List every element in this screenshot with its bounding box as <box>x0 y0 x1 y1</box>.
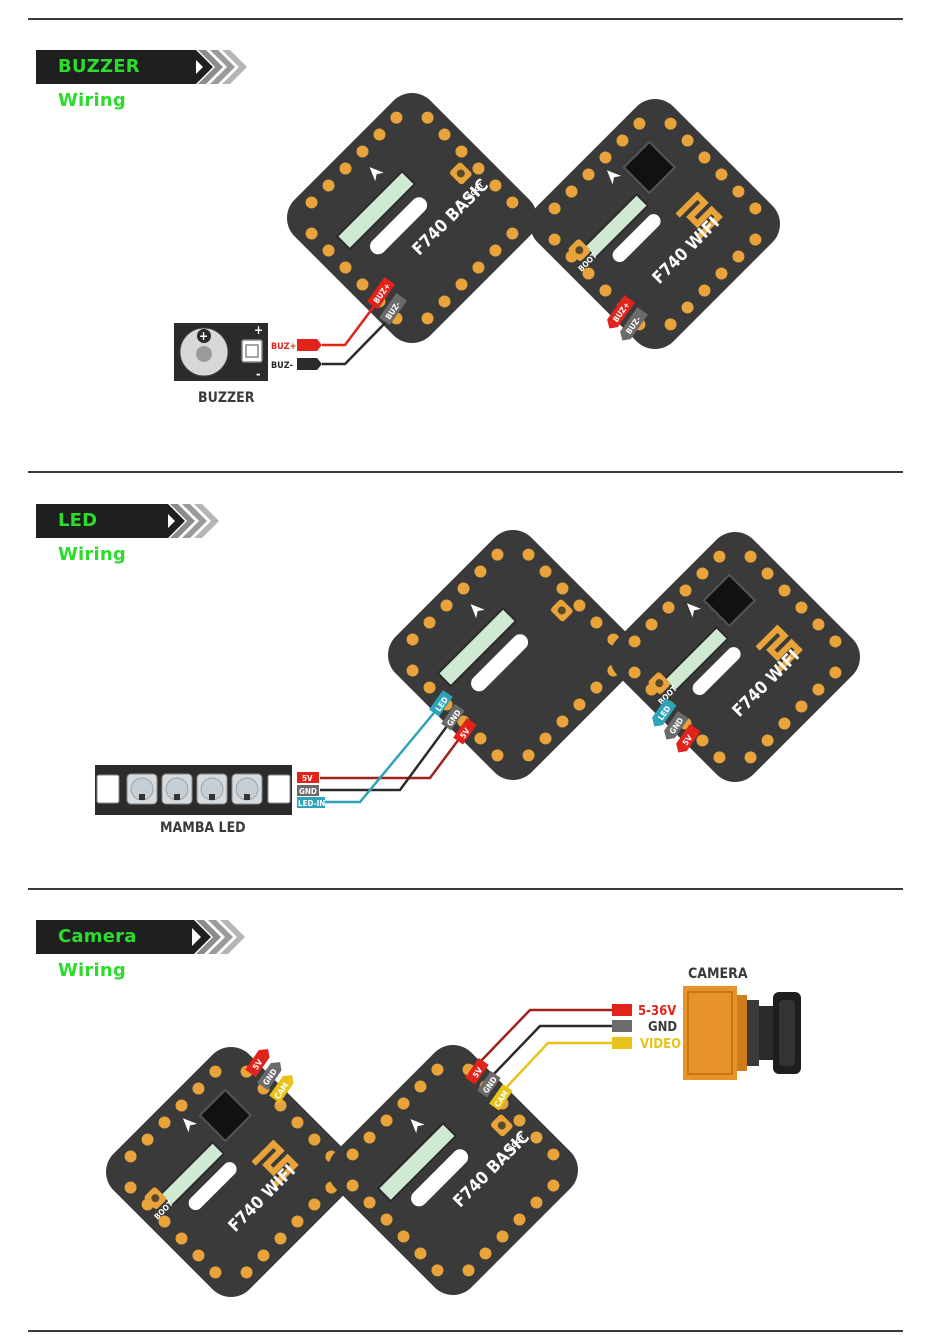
cam-power-plug <box>612 1004 632 1016</box>
wifi-pad-5v-tag: 5V <box>676 723 701 753</box>
cam-power-wire <box>479 1008 612 1063</box>
cam-video-plug <box>612 1037 632 1049</box>
buz-minus-plug <box>297 358 317 370</box>
camera-device <box>683 986 801 1080</box>
buz-plus-wire <box>322 304 376 347</box>
led-section-rule <box>28 471 903 473</box>
buzzer-plus-symbol: + <box>254 323 263 337</box>
buzzer-section-title: BUZZER Wiring <box>36 50 196 111</box>
led-5v-label: 5V <box>302 774 313 783</box>
buzzer-label: BUZZER <box>198 390 255 406</box>
buzzer-device: + + - <box>174 323 268 381</box>
led-gnd-label: GND <box>299 787 317 796</box>
top-rule <box>28 18 903 20</box>
plus-icon: + <box>199 329 208 343</box>
led-section-title: LED Wiring <box>36 504 168 565</box>
buzzer-section-header: BUZZER Wiring <box>36 50 256 111</box>
led-in-wire <box>325 707 439 804</box>
camera-section-title: Camera Wiring <box>36 920 192 981</box>
f740-wifi-board: F740 WIFI BOOT <box>95 1036 367 1308</box>
led-section-header: LED Wiring <box>36 504 236 565</box>
cam-power-label: 5-36V <box>638 1004 676 1019</box>
f740-wifi-board: F740 WIFI BOOT <box>599 521 871 793</box>
buzzer-minus-symbol: - <box>256 367 260 381</box>
camera-section-rule <box>28 888 903 890</box>
buz-plus-label: BUZ+ <box>271 342 296 352</box>
f740-basic-board <box>377 519 649 791</box>
cam-gnd-plug <box>612 1020 632 1032</box>
led-5v-plug <box>297 772 319 783</box>
led-gnd-plug <box>297 785 319 796</box>
f740-basic-board: F740 BASIC BOOT <box>276 82 548 354</box>
led-5v-wire <box>320 734 464 780</box>
cam-video-wire <box>503 1041 612 1091</box>
f740-basic-board: F740 BASIC BOOT <box>317 1034 589 1306</box>
mamba-led-label: MAMBA LED <box>160 820 246 836</box>
led-gnd-wire <box>320 721 452 792</box>
stripes-icon <box>184 920 245 954</box>
stripes-icon <box>158 504 219 538</box>
f740-wifi-board: F740 WIFI BOOT <box>519 88 791 360</box>
stripes-icon <box>186 50 247 84</box>
cam-video-label: VIDEO <box>640 1037 681 1052</box>
wifi-pad-5v-tag: 5V <box>245 1049 270 1078</box>
led-in-plug <box>297 797 325 808</box>
buz-minus-label: BUZ- <box>271 361 293 371</box>
buz-plus-plug <box>297 339 317 351</box>
cam-gnd-label: GND <box>648 1020 677 1035</box>
bottom-rule <box>28 1330 903 1332</box>
camera-label: CAMERA <box>688 966 748 982</box>
mamba-led-strip <box>95 765 292 815</box>
cam-gnd-wire <box>491 1024 612 1077</box>
buz-minus-wire <box>322 317 391 366</box>
camera-section-header: Camera Wiring <box>36 920 256 981</box>
led-in-label: LED-IN <box>298 799 325 808</box>
